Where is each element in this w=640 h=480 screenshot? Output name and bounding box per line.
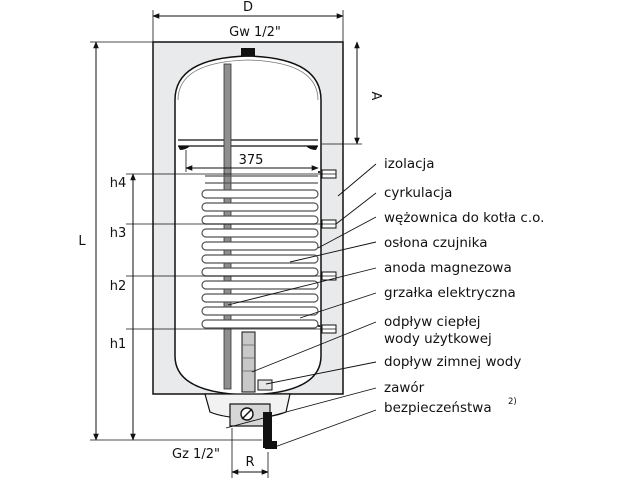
magnesium-anode <box>223 63 232 390</box>
flange-bracket-left <box>178 146 190 150</box>
coil-loop <box>201 293 319 303</box>
coil-loop <box>201 280 319 290</box>
coil-loop <box>201 202 319 212</box>
safety-valve-cap <box>265 441 277 449</box>
coil-loop <box>201 189 319 199</box>
label-anoda: anoda magnezowa <box>384 260 512 276</box>
heat-exchanger-coil <box>201 171 336 329</box>
coil-loop <box>201 228 319 238</box>
label-izolacja: izolacja <box>384 156 435 172</box>
dim-label-D: D <box>243 0 253 15</box>
label-odplyw-1: odpływ ciepłej <box>384 314 481 330</box>
dim-label-h3: h3 <box>110 226 127 241</box>
coil-loop <box>201 319 319 329</box>
leader-lines <box>225 163 377 449</box>
coil-loop <box>201 241 319 251</box>
safety-valve <box>263 412 272 448</box>
label-zawor-1: zawór <box>384 380 425 396</box>
label-oslona: osłona czujnika <box>384 235 488 251</box>
label-cyrkulacja: cyrkulacja <box>384 185 452 201</box>
tank-head-line <box>177 59 319 101</box>
label-grzalka: grzałka elektryczna <box>384 285 516 301</box>
dim-label-gz: Gz 1/2" <box>172 447 220 462</box>
flange-bracket-right <box>306 146 318 150</box>
label-wezownica: wężownica do kotła c.o. <box>384 210 544 226</box>
label-zawor-2: bezpieczeństwa <box>384 400 492 416</box>
coil-loop <box>201 306 319 316</box>
dim-label-A: A <box>368 92 383 101</box>
dim-label-gw: Gw 1/2" <box>229 25 281 40</box>
coil-loop <box>201 215 319 225</box>
valve-icon-slash <box>241 408 253 420</box>
cold-inlet-fitting <box>257 379 273 391</box>
label-odplyw-2: wody użytkowej <box>384 331 492 347</box>
dim-label-375: 375 <box>239 153 264 168</box>
dim-label-R: R <box>245 455 254 470</box>
coil-loop <box>201 267 319 277</box>
coil-loop <box>201 254 319 264</box>
dim-label-h1: h1 <box>110 337 127 352</box>
sensor-sheath <box>241 331 256 393</box>
dim-label-h4: h4 <box>110 176 127 191</box>
dim-label-h2: h2 <box>110 279 127 294</box>
dim-label-L: L <box>78 234 86 249</box>
label-zawor-note: 2) <box>508 397 517 407</box>
top-hot-water-fitting <box>241 48 255 56</box>
label-doplyw: dopływ zimnej wody <box>384 354 521 370</box>
